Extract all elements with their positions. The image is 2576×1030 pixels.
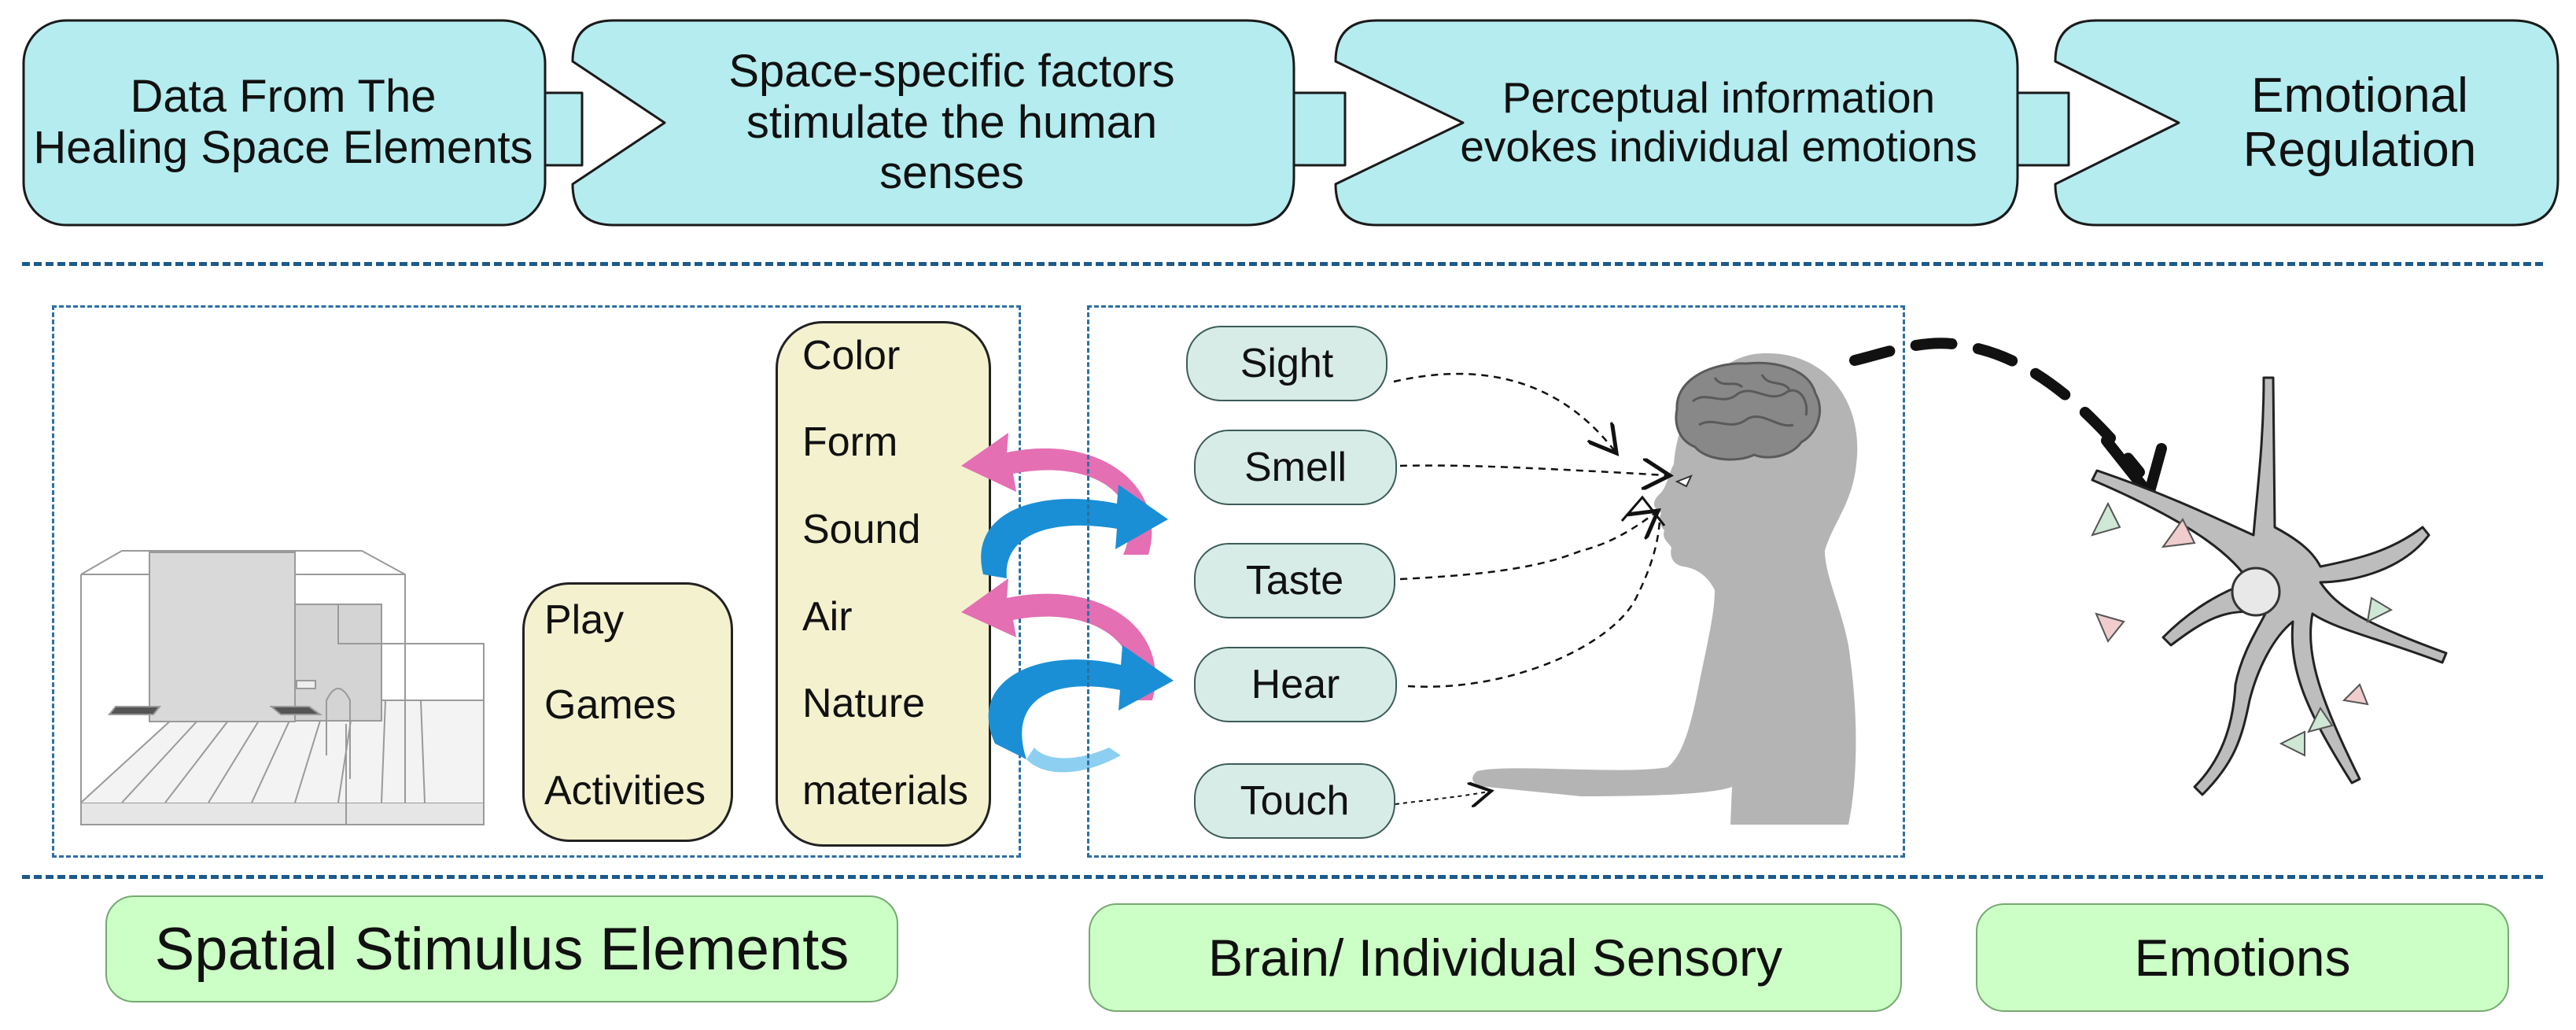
- factor-sound: Sound: [802, 507, 921, 552]
- category-brain: Brain/ Individual Sensory: [1089, 903, 1902, 1012]
- flow-step-2: [571, 19, 1295, 227]
- activity-activities: Activities: [544, 768, 706, 814]
- activities-box: [522, 582, 733, 842]
- neuron-icon: [2091, 376, 2448, 796]
- sensory-panel: [1087, 305, 1905, 858]
- sense-smell: Smell: [1194, 430, 1397, 505]
- top-divider: [22, 262, 2543, 266]
- factor-color: Color: [802, 333, 901, 378]
- category-emotions: Emotions: [1976, 903, 2509, 1012]
- activity-play: Play: [544, 597, 625, 643]
- activity-games: Games: [544, 682, 676, 728]
- human-head-brain-icon: [1393, 353, 1858, 825]
- flow-step-1: [22, 19, 547, 227]
- room-model-icon: [80, 550, 485, 825]
- spatial-elements-panel: [52, 305, 1021, 858]
- sense-touch: Touch: [1194, 763, 1395, 839]
- factor-nature: Nature: [802, 681, 926, 726]
- factors-box: [776, 321, 991, 847]
- category-spatial: Spatial Stimulus Elements: [105, 895, 898, 1002]
- process-flow-shapes: [22, 19, 2559, 227]
- factor-air: Air: [802, 594, 853, 640]
- sense-sight: Sight: [1186, 326, 1388, 401]
- flow-step-4: [2054, 19, 2559, 227]
- sense-hear: Hear: [1194, 647, 1397, 722]
- factor-materials: materials: [802, 768, 968, 814]
- sense-taste: Taste: [1194, 543, 1395, 618]
- flow-step-3: [1334, 19, 2019, 227]
- factor-form: Form: [802, 419, 898, 465]
- bottom-divider: [22, 875, 2543, 879]
- cycle-arrows-icon: [961, 433, 1174, 773]
